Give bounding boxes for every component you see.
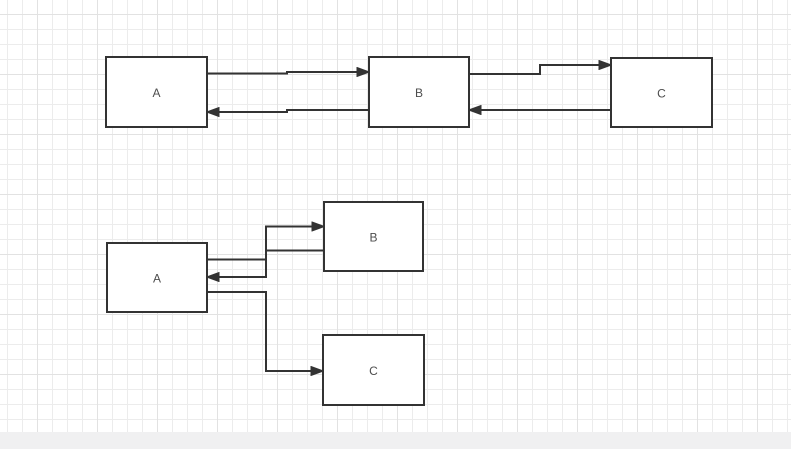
edge-top-B-to-A[interactable]: [207, 110, 369, 112]
node-top-C-shape[interactable]: [610, 57, 713, 128]
edges-layer: [207, 65, 611, 371]
node-bottom-B: B: [323, 201, 424, 272]
node-top-C: C: [610, 57, 713, 128]
node-bottom-A-shape[interactable]: [106, 242, 208, 313]
diagram-layer: A B C A B C: [105, 56, 713, 406]
edge-top-A-to-B[interactable]: [207, 72, 369, 74]
node-top-A: A: [105, 56, 208, 128]
nodes-layer: A B C A B C: [105, 56, 713, 406]
node-top-A-label: A: [152, 86, 160, 100]
node-bottom-B-shape[interactable]: [323, 201, 424, 272]
node-top-B-shape[interactable]: [368, 56, 470, 128]
node-bottom-A: A: [106, 242, 208, 313]
node-top-A-shape[interactable]: [105, 56, 208, 128]
drawio-canvas[interactable]: A B C A B C: [0, 0, 791, 432]
node-top-C-label: C: [657, 87, 666, 101]
edge-bottom-A-to-C[interactable]: [207, 291, 323, 371]
node-top-B: B: [368, 56, 470, 128]
node-bottom-B-label: B: [369, 231, 377, 245]
node-bottom-C: C: [322, 334, 425, 406]
edge-top-B-to-C[interactable]: [469, 65, 611, 75]
horizontal-scrollbar-track[interactable]: [0, 432, 791, 449]
node-top-B-label: B: [415, 86, 423, 100]
edge-bottom-B-to-A[interactable]: [207, 249, 324, 278]
node-bottom-A-label: A: [153, 272, 161, 286]
node-bottom-C-shape[interactable]: [322, 334, 425, 406]
node-bottom-C-label: C: [369, 364, 378, 378]
edge-bottom-A-to-B[interactable]: [207, 227, 324, 261]
